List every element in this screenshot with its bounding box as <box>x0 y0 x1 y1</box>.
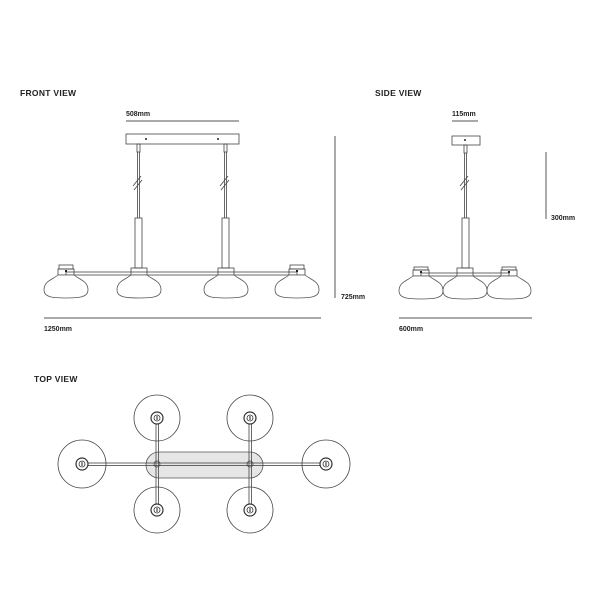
front-view-title: FRONT VIEW <box>20 88 77 98</box>
side-view: SIDE VIEW 115mm <box>375 88 575 333</box>
front-lamps <box>43 264 320 299</box>
side-overall-width-label: 600mm <box>399 326 423 333</box>
front-rod-right <box>219 143 230 269</box>
canopy-screw <box>464 139 466 141</box>
shade-outline <box>57 439 107 489</box>
side-rod-length-label: 300mm <box>551 215 575 222</box>
front-view: FRONT VIEW 508mm <box>20 88 365 333</box>
front-canopy <box>125 133 240 145</box>
shade-outline <box>226 486 274 534</box>
lamp-shade <box>398 266 444 300</box>
lamp-shade <box>486 266 532 300</box>
socket-caps <box>75 411 333 517</box>
lamp-shade <box>116 267 162 299</box>
canopy-screw <box>217 138 219 140</box>
front-overall-width-label: 1250mm <box>44 326 72 333</box>
front-canopy-width-label: 508mm <box>126 111 150 118</box>
lamp-shade <box>203 267 249 299</box>
top-canopy <box>145 451 264 479</box>
shade-outline <box>301 439 351 489</box>
side-view-title: SIDE VIEW <box>375 88 422 98</box>
side-canopy <box>451 135 481 146</box>
canopy-screw <box>145 138 147 140</box>
hub-joint <box>246 460 254 468</box>
side-lamps <box>398 266 532 300</box>
side-rod <box>459 144 470 269</box>
lamp-shade <box>43 264 89 299</box>
hub-joint <box>153 460 161 468</box>
shade-outline <box>133 394 181 442</box>
top-view: TOP VIEW <box>34 374 351 534</box>
shade-outline <box>133 486 181 534</box>
shade-outline <box>226 394 274 442</box>
lamp-shade <box>274 264 320 299</box>
side-canopy-width-label: 115mm <box>452 111 476 118</box>
lamp-shade <box>442 267 488 300</box>
top-view-title: TOP VIEW <box>34 374 78 384</box>
front-overall-height-label: 725mm <box>341 294 365 301</box>
side-arm-bar <box>420 272 510 277</box>
front-rod-left <box>132 143 143 269</box>
front-arm-bar <box>65 271 298 276</box>
